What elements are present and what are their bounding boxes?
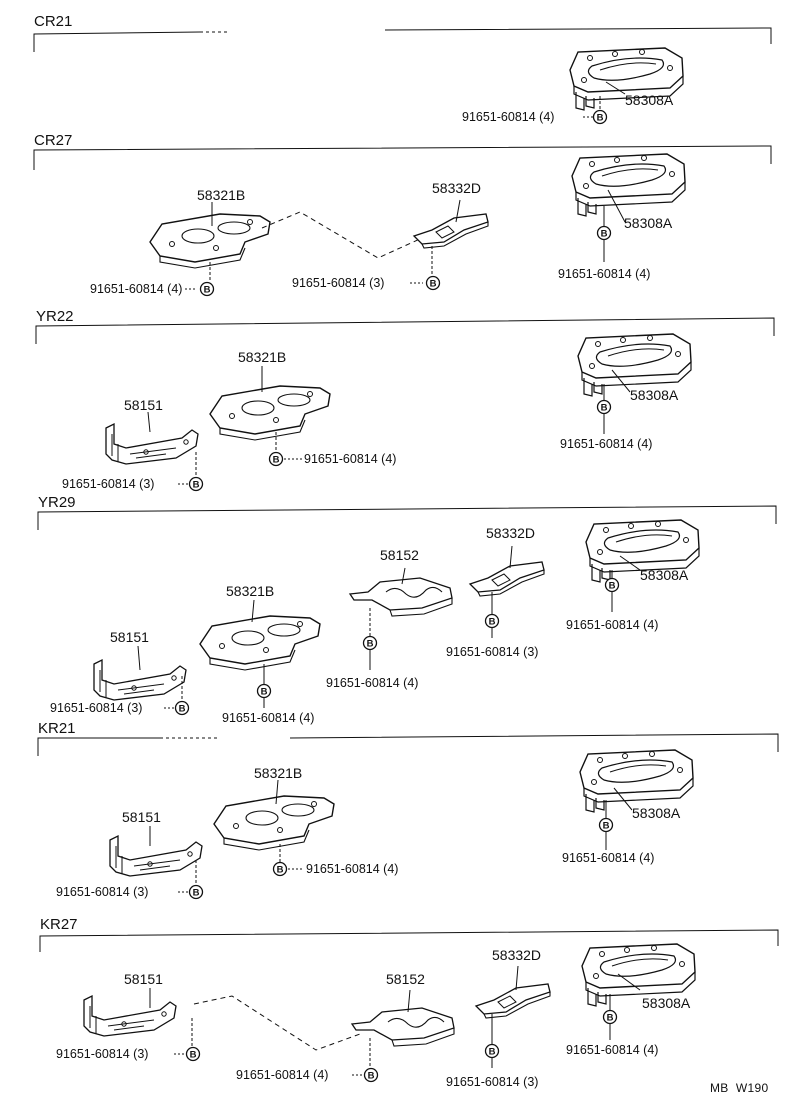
- section-label-cr27: CR27: [34, 132, 73, 149]
- bolt-number-label: 91651-60814 (3): [56, 1047, 149, 1061]
- part-number-label: 58332D: [486, 525, 536, 541]
- part-number-label: 58308A: [625, 92, 674, 108]
- bolt-number-label: 91651-60814 (3): [446, 645, 539, 659]
- section-label-yr29: YR29: [38, 494, 76, 511]
- bolt-number-label: 91651-60814 (4): [236, 1068, 329, 1082]
- part-number-label: 58151: [124, 971, 163, 987]
- part-number-label: 58321B: [226, 583, 275, 599]
- bolt-number-label: 91651-60814 (4): [222, 711, 315, 725]
- part-number-label: 58152: [386, 971, 425, 987]
- bolt-number-label: 91651-60814 (3): [446, 1075, 539, 1089]
- bolt-number-label: 91651-60814 (4): [566, 618, 659, 632]
- bolt-number-label: 91651-60814 (4): [562, 851, 655, 865]
- bolt-number-label: 91651-60814 (4): [90, 282, 183, 296]
- part-number-label: 58308A: [642, 995, 691, 1011]
- part-number-label: 58308A: [624, 215, 673, 231]
- part-number-label: 58151: [110, 629, 149, 645]
- section-label-cr21: CR21: [34, 13, 73, 30]
- drawing-reference: MB W190: [710, 1081, 769, 1095]
- part-number-label: 58308A: [640, 567, 689, 583]
- bolt-number-label: 91651-60814 (4): [306, 862, 399, 876]
- bolt-number-label: 91651-60814 (3): [62, 477, 155, 491]
- part-number-label: 58151: [122, 809, 161, 825]
- section-label-yr22: YR22: [36, 308, 74, 325]
- part-number-label: 58308A: [632, 805, 681, 821]
- bolt-number-label: 91651-60814 (4): [462, 110, 555, 124]
- section-label-kr27: KR27: [40, 916, 78, 933]
- part-number-label: 58308A: [630, 387, 679, 403]
- bolt-number-label: 91651-60814 (3): [292, 276, 385, 290]
- section-label-kr21: KR21: [38, 720, 76, 737]
- bolt-number-label: 91651-60814 (4): [558, 267, 651, 281]
- part-number-label: 58152: [380, 547, 419, 563]
- bolt-number-label: 91651-60814 (3): [56, 885, 149, 899]
- bolt-number-label: 91651-60814 (4): [566, 1043, 659, 1057]
- bolt-number-label: 91651-60814 (4): [326, 676, 419, 690]
- part-number-label: 58321B: [238, 349, 287, 365]
- part-number-label: 58332D: [492, 947, 542, 963]
- part-number-label: 58321B: [197, 187, 246, 203]
- bolt-number-label: 91651-60814 (4): [560, 437, 653, 451]
- bolt-number-label: 91651-60814 (3): [50, 701, 143, 715]
- part-number-label: 58151: [124, 397, 163, 413]
- part-number-label: 58321B: [254, 765, 303, 781]
- part-number-label: 58332D: [432, 180, 482, 196]
- bolt-number-label: 91651-60814 (4): [304, 452, 397, 466]
